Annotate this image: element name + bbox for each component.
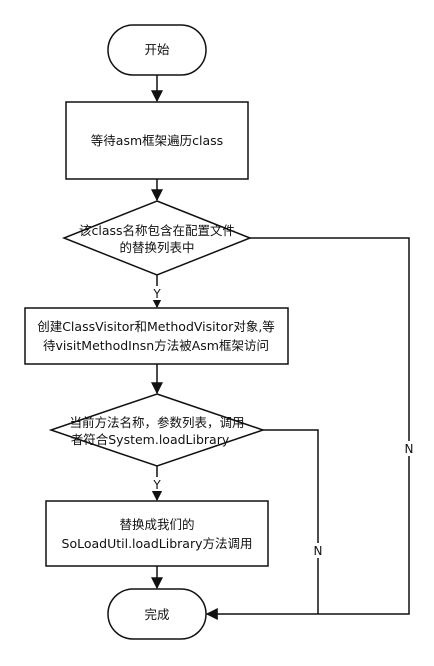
wait-node: 等待asm框架遍历class bbox=[65, 101, 249, 180]
replace-node: 替换成我们的 SoLoadUtil.loadLibrary方法调用 bbox=[45, 500, 269, 567]
decision2-label-line2: 者符合System.loadLibrary bbox=[71, 432, 230, 447]
create-label-line2: 待visitMethodInsn方法被Asm框架访问 bbox=[43, 338, 269, 353]
no2-label-bg bbox=[311, 543, 326, 558]
wait-shape bbox=[65, 101, 249, 180]
wait-label: 等待asm框架遍历class bbox=[91, 133, 223, 148]
no2-label: N bbox=[314, 544, 323, 558]
decision1-shape bbox=[61, 200, 253, 276]
decision1-node: 该class名称包含在配置文件 的替换列表中 bbox=[61, 200, 253, 276]
yes1-label: Y bbox=[152, 287, 161, 301]
decision2-node: 当前方法名称，参数列表，调用 者符合System.loadLibrary bbox=[48, 393, 266, 467]
yes2-label: Y bbox=[152, 478, 161, 492]
replace-shape bbox=[45, 500, 269, 567]
yes2-label-bg bbox=[150, 477, 164, 491]
edge-decision1-no bbox=[205, 237, 410, 620]
create-label-line1: 创建ClassVisitor和MethodVisitor对象,等 bbox=[37, 319, 275, 334]
yes1-label-bg bbox=[150, 286, 164, 300]
replace-label-line2: SoLoadUtil.loadLibrary方法调用 bbox=[62, 536, 253, 551]
decision2-label-line1: 当前方法名称，参数列表，调用 bbox=[69, 415, 244, 430]
end-label: 完成 bbox=[144, 607, 169, 622]
edge-decision2-no bbox=[263, 429, 319, 614]
start-label: 开始 bbox=[144, 42, 170, 57]
create-shape bbox=[24, 307, 289, 365]
no1-label-bg bbox=[402, 441, 417, 456]
end-node: 完成 bbox=[107, 588, 207, 640]
replace-label-line1: 替换成我们的 bbox=[119, 517, 194, 532]
no1-label: N bbox=[405, 442, 414, 456]
decision1-label-line2: 的替换列表中 bbox=[119, 240, 194, 255]
start-node: 开始 bbox=[107, 24, 207, 76]
create-node: 创建ClassVisitor和MethodVisitor对象,等 待visitM… bbox=[24, 307, 289, 365]
decision1-label-line1: 该class名称包含在配置文件 bbox=[79, 223, 235, 238]
decision2-shape bbox=[48, 393, 266, 467]
